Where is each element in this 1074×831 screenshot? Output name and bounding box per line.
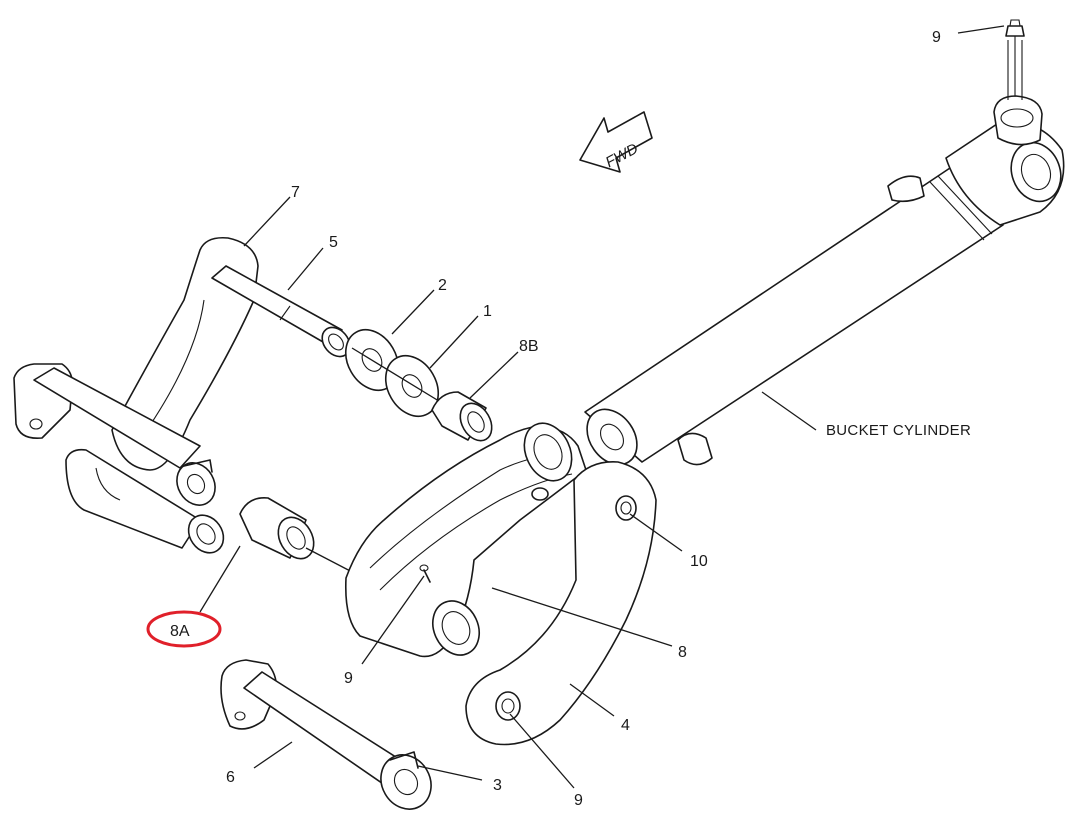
pin-5 [211,265,351,358]
link-8 [344,422,587,658]
bucket-cylinder-label: BUCKET CYLINDER [826,422,971,439]
callout-3: 3 [493,777,502,794]
washer-1 [384,355,440,417]
callout-9-grease-fitting-left: 9 [344,670,353,687]
callout-8b: 8B [519,338,539,355]
link-4 [465,461,657,746]
bearing-8a [239,497,315,560]
callout-10: 10 [690,553,708,570]
callout-5: 5 [329,234,338,251]
callout-6: 6 [226,769,235,786]
callout-8a: 8A [170,623,190,640]
callout-7: 7 [291,184,300,201]
forward-arrow-icon: FWD [579,111,653,173]
bucket-cylinder [584,19,1065,466]
highlight-circle-8a [146,610,222,648]
callout-9-grease-fitting-top: 9 [932,29,941,46]
callout-2: 2 [438,277,447,294]
callout-1: 1 [483,303,492,320]
leader-lines [199,25,1005,789]
callout-4: 4 [621,717,630,734]
pin-assembly-left [13,363,225,554]
callout-8: 8 [678,644,687,661]
bearing-8b [431,391,493,442]
callout-9-grease-fitting-bottom: 9 [574,792,583,809]
pin-6 [220,659,432,810]
